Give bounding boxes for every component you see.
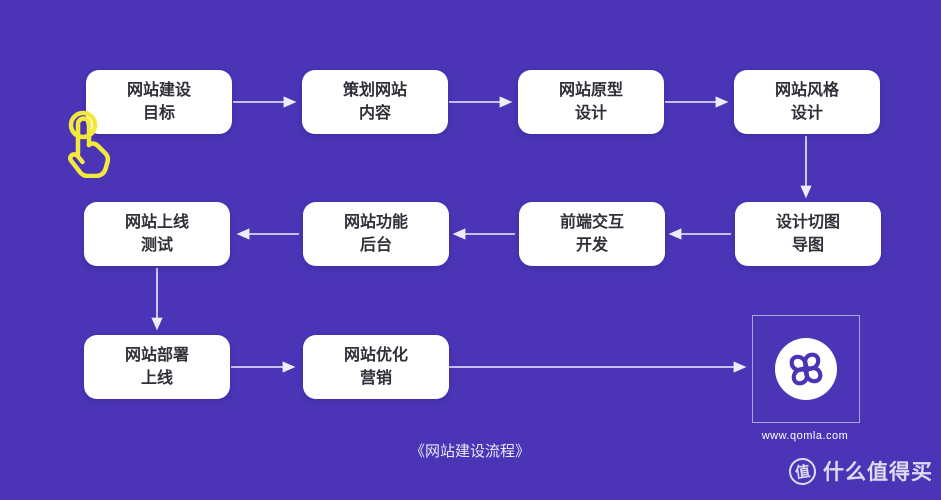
- node-frontend-dev: 前端交互 开发: [519, 202, 665, 266]
- zhi-badge-icon: 值: [787, 455, 818, 487]
- node-plan-content: 策划网站 内容: [302, 70, 448, 134]
- node-prototype-design: 网站原型 设计: [518, 70, 664, 134]
- node-seo-marketing: 网站优化 营销: [303, 335, 449, 399]
- node-label: 网站上线: [124, 214, 189, 231]
- node-label: 网站风格: [774, 82, 839, 99]
- node-label: 后台: [359, 237, 392, 254]
- node-label: 测试: [140, 237, 173, 254]
- node-function-backend: 网站功能 后台: [303, 202, 449, 266]
- node-label: 目标: [142, 105, 175, 122]
- node-label: 设计切图: [775, 214, 840, 231]
- node-label: 营销: [359, 370, 392, 387]
- node-label: 策划网站: [342, 82, 407, 99]
- node-label: 导图: [791, 237, 824, 254]
- node-style-design: 网站风格 设计: [734, 70, 880, 134]
- node-label: 内容: [358, 105, 391, 122]
- node-label: 网站功能: [343, 214, 408, 231]
- node-design-slice: 设计切图 导图: [735, 202, 881, 266]
- smzdm-watermark: 值 什么值得买: [787, 455, 933, 487]
- node-label: 开发: [575, 237, 608, 254]
- watermark-brand-text: 什么值得买: [823, 461, 933, 484]
- node-label: 设计: [790, 105, 823, 122]
- tap-hand-icon: [68, 110, 111, 178]
- node-label: 上线: [140, 370, 173, 387]
- clover-logo-icon: [789, 352, 823, 386]
- node-label: 网站建设: [126, 82, 191, 99]
- node-label: 网站原型: [558, 82, 623, 99]
- node-label: 设计: [574, 105, 607, 122]
- node-deploy-online: 网站部署 上线: [84, 335, 230, 399]
- logo-website-url: www.qomla.com: [761, 430, 849, 442]
- logo-circle: [775, 338, 837, 400]
- node-label: 网站优化: [343, 347, 408, 364]
- node-online-test: 网站上线 测试: [84, 202, 230, 266]
- node-website-goal: 网站建设 目标: [86, 70, 232, 134]
- node-label: 网站部署: [124, 347, 189, 364]
- node-label: 前端交互: [559, 214, 624, 231]
- logo-box: [752, 315, 860, 423]
- diagram-caption: 《网站建设流程》: [409, 443, 530, 460]
